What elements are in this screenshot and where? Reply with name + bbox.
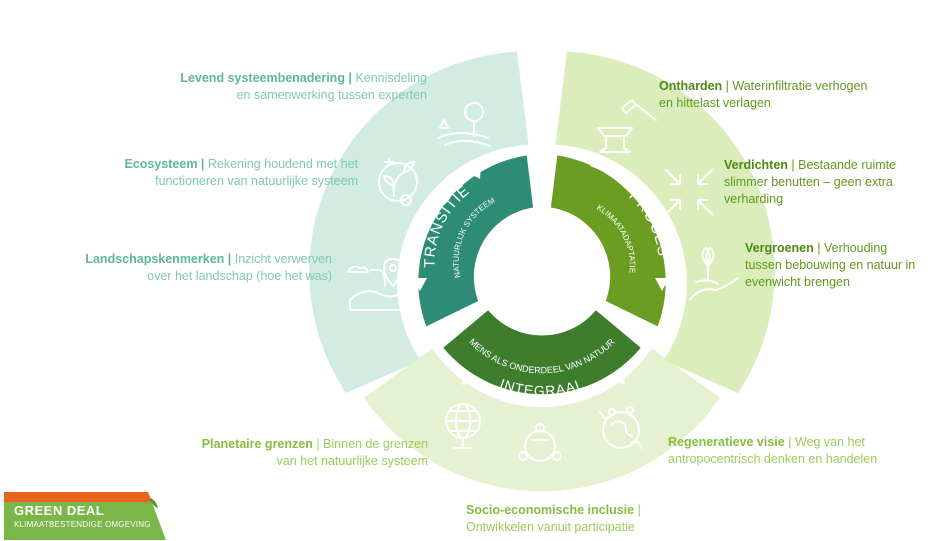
hand-plant-icon (689, 247, 739, 301)
compress-arrows-icon (665, 169, 713, 215)
segment-integraal-inner (443, 310, 641, 395)
people-circle-icon (518, 423, 562, 462)
segment-transitie-inner (418, 155, 534, 327)
flow-arrow-right (655, 278, 669, 291)
map-pin-icon (347, 258, 403, 311)
segment-integraal-outer (364, 348, 720, 492)
tree-landscape-icon (437, 102, 491, 147)
green-deal-logo (4, 492, 166, 540)
logo-subtitle: KLIMAATBESTENDIGE OMGEVING (14, 520, 151, 529)
recycle-earth-icon (599, 406, 643, 449)
flow-arrow-bottom-right (612, 372, 625, 385)
segment-proces-inner (550, 155, 666, 327)
globe-icon (445, 403, 481, 449)
hammer-anvil-icon (597, 99, 657, 153)
flow-arrow-bottom-left (462, 372, 475, 385)
plant-gear-icon (378, 157, 418, 206)
logo-title: GREEN DEAL (14, 503, 105, 518)
flow-arrow-top-left (467, 165, 481, 179)
segment-transitie-outer (309, 51, 529, 393)
logo-text: GREEN DEAL KLIMAATBESTENDIGE OMGEVING (14, 503, 151, 529)
flow-arrow-top-right (590, 158, 605, 172)
ring-title-integraal: INTEGRAAL (498, 375, 586, 398)
label-socio-economische-inclusie: Socio-economische inclusie |Ontwikkelen … (466, 503, 641, 534)
flow-arrow-left (413, 278, 427, 291)
